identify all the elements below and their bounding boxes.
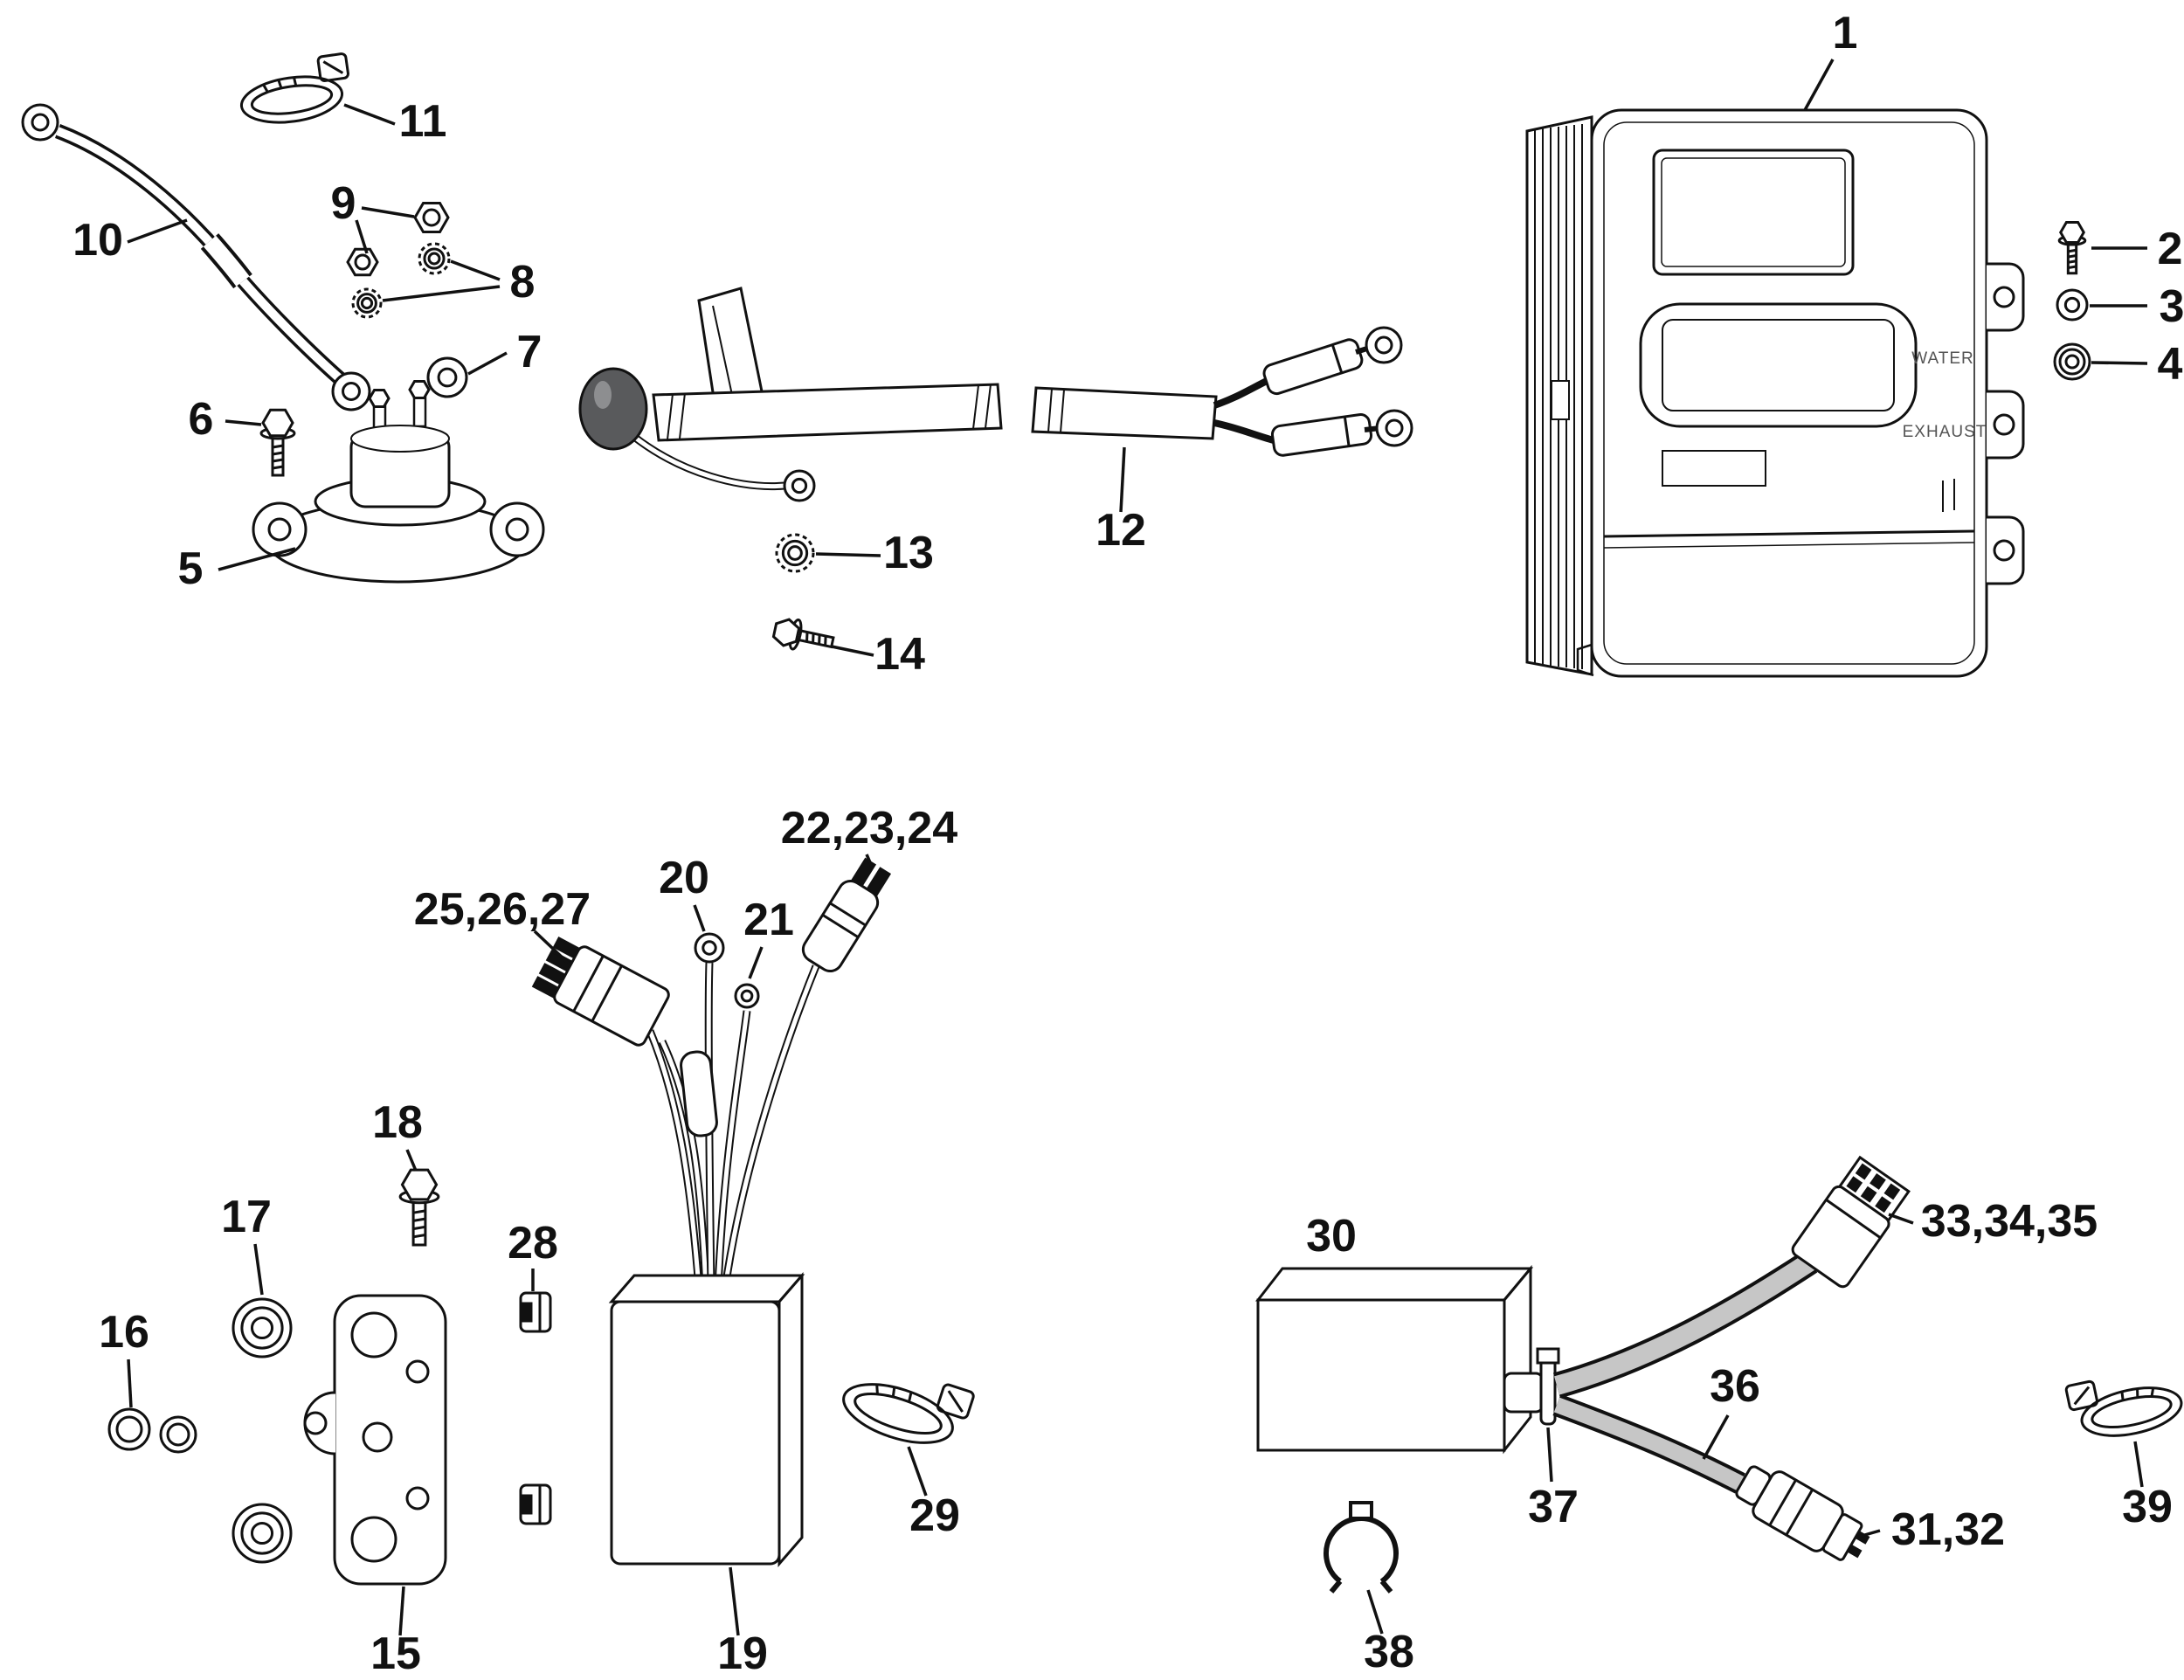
callout-25-27: 25,26,27 [414,884,591,935]
callout-3: 3 [2160,281,2184,332]
callout-16: 16 [99,1307,149,1358]
part-fitting-37 [1503,1347,1560,1426]
callout-leader-lines [127,59,2148,1636]
part-powerpack-30 [1254,1264,1534,1455]
part-hose-clamp-29 [834,1353,977,1459]
callout-18: 18 [372,1097,423,1148]
callout-37: 37 [1528,1482,1579,1532]
ecu-exhaust-label: EXHAUST [1903,423,1987,441]
part-connector-22-24 [801,857,892,973]
part-mounts-17 [233,1299,291,1562]
callout-31-32: 31,32 [1891,1504,2005,1555]
part-bolt-6 [261,410,294,475]
callout-36: 36 [1710,1361,1760,1412]
callout-13: 13 [883,528,934,578]
part-bracket-15 [303,1294,447,1586]
callout-17: 17 [221,1192,272,1242]
part-ecu-assembly: WATER EXHAUST [1525,108,2025,678]
callout-2: 2 [2158,224,2183,274]
part-cable-10 [21,103,371,411]
callout-20: 20 [659,853,709,903]
part-solenoid-5 [252,380,545,584]
callout-22-24: 22,23,24 [781,803,957,854]
part-ring-terminal-20 [694,932,725,964]
callout-33-35: 33,34,35 [1921,1196,2098,1247]
part-washer-3 [2056,288,2089,321]
part-clips-28 [519,1291,552,1525]
part-bolt-18 [400,1170,439,1245]
callout-5: 5 [178,543,204,594]
callout-28: 28 [508,1218,558,1269]
part-connector-25-27 [531,937,670,1047]
callout-8: 8 [510,257,536,308]
part-bolt-14 [771,616,835,657]
callout-9: 9 [331,178,356,229]
part-washer-7 [426,356,468,398]
part-harness-12 [578,287,1413,502]
callout-29: 29 [909,1490,960,1541]
part-star-washer-13 [775,533,815,573]
callout-38: 38 [1364,1627,1414,1677]
callout-39: 39 [2122,1482,2173,1532]
callout-19: 19 [717,1628,768,1679]
callout-15: 15 [370,1628,421,1679]
callout-14: 14 [874,629,925,680]
part-ring-terminal-21 [735,984,759,1008]
part-clip-38 [1324,1501,1399,1594]
callout-21: 21 [743,895,794,945]
part-caps-16 [107,1407,197,1454]
callout-4: 4 [2158,339,2183,390]
callout-1: 1 [1833,8,1858,59]
callout-7: 7 [517,327,543,377]
callout-30: 30 [1306,1211,1357,1262]
part-grommet-4 [2053,342,2091,381]
callout-12: 12 [1095,505,1146,556]
callout-labels: 1 2 3 4 5 6 7 8 9 10 11 12 13 14 15 16 1… [73,8,2184,1679]
callout-11: 11 [399,96,447,147]
callout-10: 10 [73,215,123,266]
callout-6: 6 [189,394,214,445]
part-wires-36 [1552,1250,1818,1494]
part-rectifier-19 [608,1271,805,1568]
part-nuts-9 [346,202,450,276]
part-flange-bolt-2 [2059,223,2085,273]
part-rectifier-wires [646,962,820,1289]
part-hose-clamp-11 [234,52,356,130]
ecu-water-label: WATER [1911,349,1974,368]
part-connector-33-35 [1791,1155,1911,1289]
part-hose-clamp-39 [2063,1362,2184,1448]
part-connector-31-32 [1735,1465,1870,1561]
